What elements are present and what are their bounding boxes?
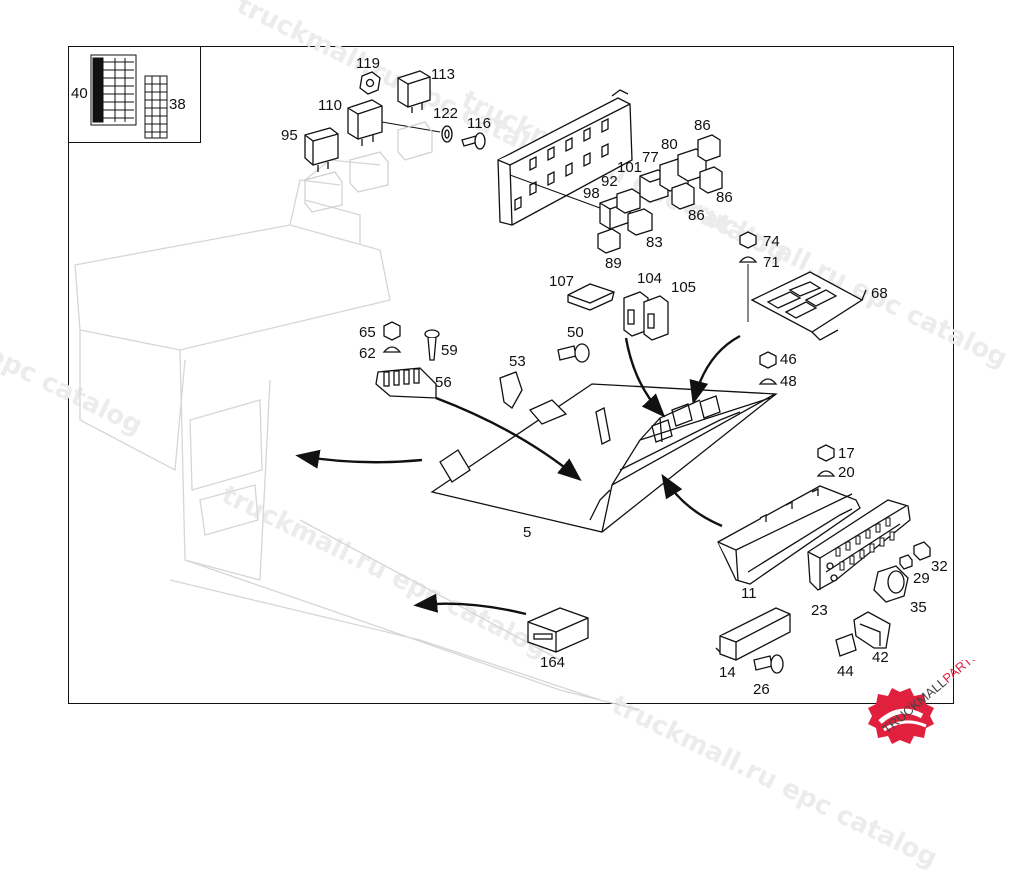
cover-14: [715, 607, 791, 661]
ghost-dashboard-outline: [74, 159, 641, 711]
fuse-holder-11: [717, 485, 861, 585]
svg-text:TRUCKMALLPARTS: TRUCKMALLPARTS: [879, 660, 982, 737]
clip-48: [758, 378, 778, 385]
bracket-68: [750, 271, 867, 341]
label-46: 46: [780, 351, 797, 368]
module-107: [567, 283, 615, 311]
truckmall-parts-logo: TRUCKMALLPARTS: [860, 660, 1020, 748]
label-42: 42: [872, 649, 889, 666]
label-38: 38: [169, 96, 186, 113]
label-48: 48: [780, 373, 797, 390]
label-86a: 86: [694, 117, 711, 134]
clip-32: [913, 541, 931, 561]
label-14: 14: [719, 664, 736, 681]
label-68: 68: [871, 285, 888, 302]
label-122: 122: [433, 105, 459, 122]
label-65: 65: [359, 324, 376, 341]
connector-strip-56: [375, 367, 437, 399]
screw-116: [461, 132, 486, 150]
label-164: 164: [540, 654, 566, 671]
label-20: 20: [838, 464, 855, 481]
label-95: 95: [281, 127, 298, 144]
module-105: [643, 295, 669, 341]
washer-122: [441, 125, 453, 143]
relay-83: [627, 208, 653, 236]
relay-89: [597, 228, 621, 254]
label-44: 44: [837, 663, 854, 680]
relay-86a: [697, 134, 721, 162]
clip-71: [738, 256, 758, 263]
label-89: 89: [605, 255, 622, 272]
screw-50: [557, 343, 590, 363]
label-23: 23: [811, 602, 828, 619]
relay-label-sheet-40: [90, 54, 137, 126]
label-62: 62: [359, 345, 376, 362]
label-110: 110: [318, 97, 342, 114]
exploded-parts-drawing: [74, 54, 931, 711]
label-53: 53: [509, 353, 526, 370]
label-116: 116: [467, 115, 491, 132]
gear-logo-icon: [868, 688, 934, 744]
label-83: 83: [646, 234, 663, 251]
label-92: 92: [601, 173, 618, 190]
label-50: 50: [567, 324, 584, 341]
lamp-socket-35: [873, 565, 909, 603]
diagram-frame: [68, 46, 954, 704]
assembly-arrows: [295, 334, 741, 616]
label-40: 40: [71, 85, 88, 102]
label-86c: 86: [688, 207, 705, 224]
clip-20: [816, 470, 836, 477]
relay-92: [616, 188, 641, 214]
nut-74: [739, 231, 757, 249]
label-101: 101: [617, 159, 643, 176]
label-104: 104: [637, 270, 663, 287]
relay-86b: [699, 166, 723, 194]
module-164: [527, 607, 589, 653]
fuse-label-sheet-38: [144, 75, 168, 139]
fuse-box-23: [807, 499, 911, 591]
label-77: 77: [642, 149, 659, 166]
clip-29: [899, 554, 913, 570]
nut-119: [359, 71, 381, 95]
nut-46: [759, 351, 777, 369]
label-113: 113: [431, 66, 455, 83]
clip-62: [382, 346, 402, 353]
screw-26: [753, 654, 784, 674]
label-98: 98: [583, 185, 600, 202]
relay-110: [347, 99, 383, 146]
main-tray-5: [430, 383, 778, 533]
label-17: 17: [838, 445, 855, 462]
label-11: 11: [741, 585, 757, 602]
label-59: 59: [441, 342, 458, 359]
relay-86c: [671, 182, 695, 210]
label-74: 74: [763, 233, 780, 250]
relay-95: [304, 127, 339, 172]
screw-59: [424, 329, 440, 361]
bracket-42: [853, 611, 891, 649]
nut-65: [383, 321, 401, 341]
logo-text-main: TRUCKMALL: [879, 675, 949, 737]
label-80: 80: [661, 136, 678, 153]
label-105: 105: [671, 279, 697, 296]
label-71: 71: [763, 254, 780, 271]
label-26: 26: [753, 681, 770, 698]
label-35: 35: [910, 599, 927, 616]
ghost-relay-sockets: [304, 121, 433, 213]
label-29: 29: [913, 570, 930, 587]
label-56: 56: [435, 374, 452, 391]
nut-17: [817, 444, 835, 462]
label-5: 5: [523, 524, 532, 541]
relay-113: [397, 70, 431, 113]
clip-53: [499, 371, 523, 409]
label-119: 119: [356, 55, 380, 72]
label-107: 107: [549, 273, 575, 290]
label-86b: 86: [716, 189, 733, 206]
cover-44: [835, 633, 857, 657]
logo-text-accent: PARTS: [940, 660, 982, 686]
label-32: 32: [931, 558, 948, 575]
